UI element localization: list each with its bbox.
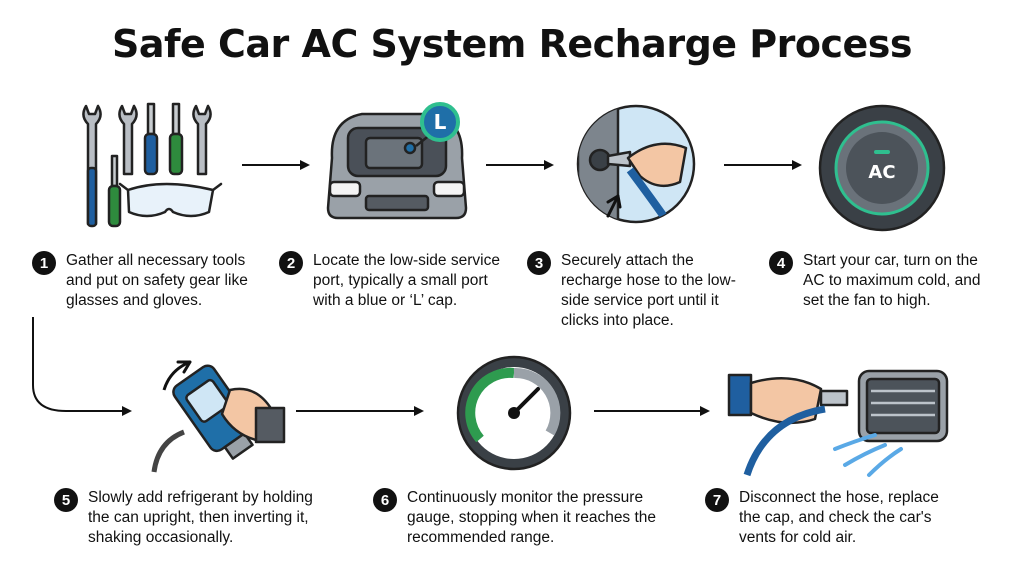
step-number-badge: 6	[373, 488, 397, 512]
step-number-badge: 3	[527, 251, 551, 275]
step-description: Start your car, turn on the AC to maximu…	[803, 252, 981, 309]
step-number-badge: 5	[54, 488, 78, 512]
tools-and-safety-glasses-icon	[82, 102, 223, 228]
flow-arrow-3-4	[724, 160, 802, 170]
step-5: 5 Slowly add refrigerant by holding the …	[54, 488, 334, 548]
step-2: 2 Locate the low-side service port, typi…	[279, 251, 507, 311]
step-description: Gather all necessary tools and put on sa…	[66, 252, 248, 309]
step-description: Disconnect the hose, replace the cap, an…	[739, 489, 939, 546]
flow-arrow-6-7	[594, 406, 710, 416]
ac-button-label: AC	[868, 162, 895, 183]
step-7: 7 Disconnect the hose, replace the cap, …	[705, 488, 963, 548]
flow-arrow-1-2	[242, 160, 310, 170]
disconnect-hose-vent-icon	[727, 369, 949, 477]
step-number-badge: 2	[279, 251, 303, 275]
flow-arrow-1-5	[32, 317, 132, 416]
ac-knob-icon: AC	[818, 104, 946, 232]
flow-arrow-2-3	[486, 160, 554, 170]
refrigerant-can-icon	[151, 360, 286, 473]
car-engine-bay-icon: L	[326, 102, 468, 220]
attach-hose-icon	[576, 104, 696, 224]
step-number-badge: 1	[32, 251, 56, 275]
step-description: Securely attach the recharge hose to the…	[561, 252, 736, 329]
step-description: Continuously monitor the pressure gauge,…	[407, 489, 657, 546]
step-6: 6 Continuously monitor the pressure gaug…	[373, 488, 669, 548]
step-description: Locate the low-side service port, typica…	[313, 252, 500, 309]
flow-arrow-5-6	[296, 406, 424, 416]
pressure-gauge-icon	[456, 355, 572, 471]
step-4: 4 Start your car, turn on the AC to maxi…	[769, 251, 995, 311]
low-side-marker-label: L	[434, 110, 447, 134]
page-title: Safe Car AC System Recharge Process	[111, 22, 913, 66]
step-number-badge: 4	[769, 251, 793, 275]
step-description: Slowly add refrigerant by holding the ca…	[88, 489, 313, 546]
low-side-marker-badge	[420, 102, 460, 142]
step-3: 3 Securely attach the recharge hose to t…	[527, 251, 745, 331]
step-1: 1 Gather all necessary tools and put on …	[32, 251, 260, 311]
step-number-badge: 7	[705, 488, 729, 512]
